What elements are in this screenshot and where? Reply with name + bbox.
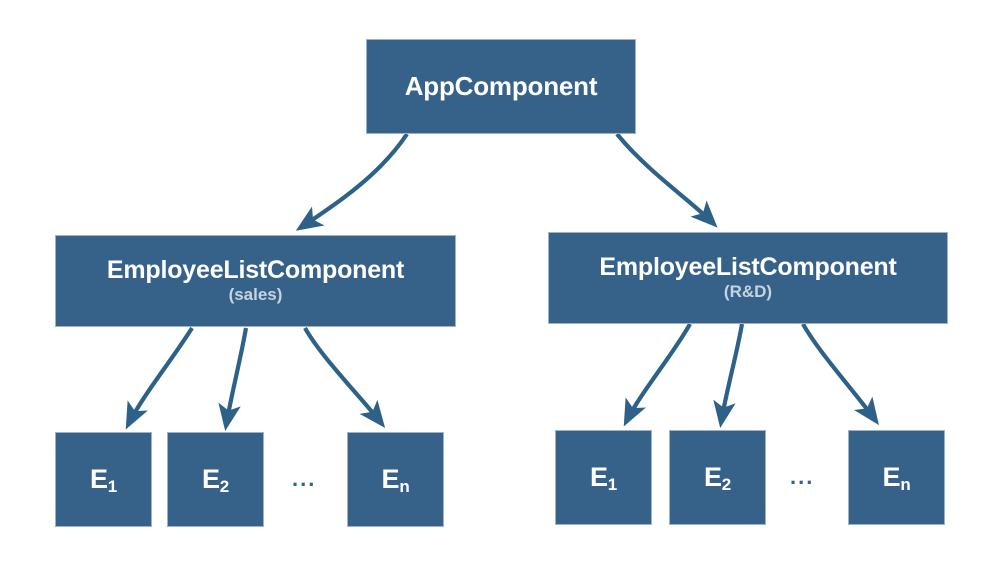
employee-left-1-base: E — [89, 464, 108, 495]
node-employee-right-2[interactable]: E2 — [669, 430, 766, 525]
node-employee-list-rnd[interactable]: EmployeeListComponent (R&D) — [548, 232, 948, 324]
node-app-component-label: AppComponent — [404, 70, 598, 101]
node-app-component[interactable]: AppComponent — [366, 39, 636, 134]
employee-right-1-index: 1 — [607, 475, 618, 495]
node-employee-list-sales-label: EmployeeListComponent — [106, 256, 405, 285]
node-employee-right-1-label: E1 — [589, 462, 618, 495]
node-employee-right-1[interactable]: E1 — [555, 430, 652, 525]
node-employee-left-1-label: E1 — [89, 464, 118, 497]
employee-left-n-base: E — [381, 464, 400, 495]
edge-rnd-to-e1 — [623, 322, 692, 427]
employee-right-1-base: E — [589, 462, 608, 493]
employee-right-2-index: 2 — [721, 475, 732, 495]
edge-rnd-to-e2 — [713, 323, 745, 428]
employee-left-2-base: E — [201, 464, 220, 495]
ellipsis-right: ... — [790, 464, 815, 489]
node-employee-left-n[interactable]: En — [347, 432, 444, 527]
node-employee-list-rnd-label: EmployeeListComponent — [599, 253, 897, 282]
node-employee-list-sales-sublabel: (sales) — [228, 285, 283, 305]
node-employee-right-n[interactable]: En — [848, 430, 945, 525]
node-employee-list-sales[interactable]: EmployeeListComponent (sales) — [55, 235, 456, 327]
employee-left-2-index: 2 — [219, 477, 230, 497]
employee-left-1-index: 1 — [107, 477, 118, 497]
node-employee-right-2-label: E2 — [703, 462, 732, 495]
edge-sales-to-en — [303, 326, 386, 428]
employee-left-n-index: n — [399, 477, 410, 497]
node-employee-left-2-label: E2 — [201, 464, 230, 497]
node-employee-left-n-label: En — [381, 464, 410, 497]
employee-right-2-base: E — [703, 462, 722, 493]
node-employee-left-2[interactable]: E2 — [167, 432, 264, 527]
employee-right-n-index: n — [900, 475, 911, 495]
edge-sales-to-e1 — [125, 326, 194, 430]
edge-sales-to-e2 — [218, 327, 249, 431]
edge-app-to-sales — [295, 132, 409, 231]
edge-rnd-to-en — [801, 322, 879, 426]
ellipsis-left: ... — [292, 466, 317, 491]
node-employee-left-1[interactable]: E1 — [55, 432, 152, 527]
node-employee-list-rnd-sublabel: (R&D) — [723, 282, 773, 302]
edge-app-to-rnd — [615, 132, 718, 228]
node-employee-right-n-label: En — [882, 462, 911, 495]
employee-right-n-base: E — [882, 462, 901, 493]
